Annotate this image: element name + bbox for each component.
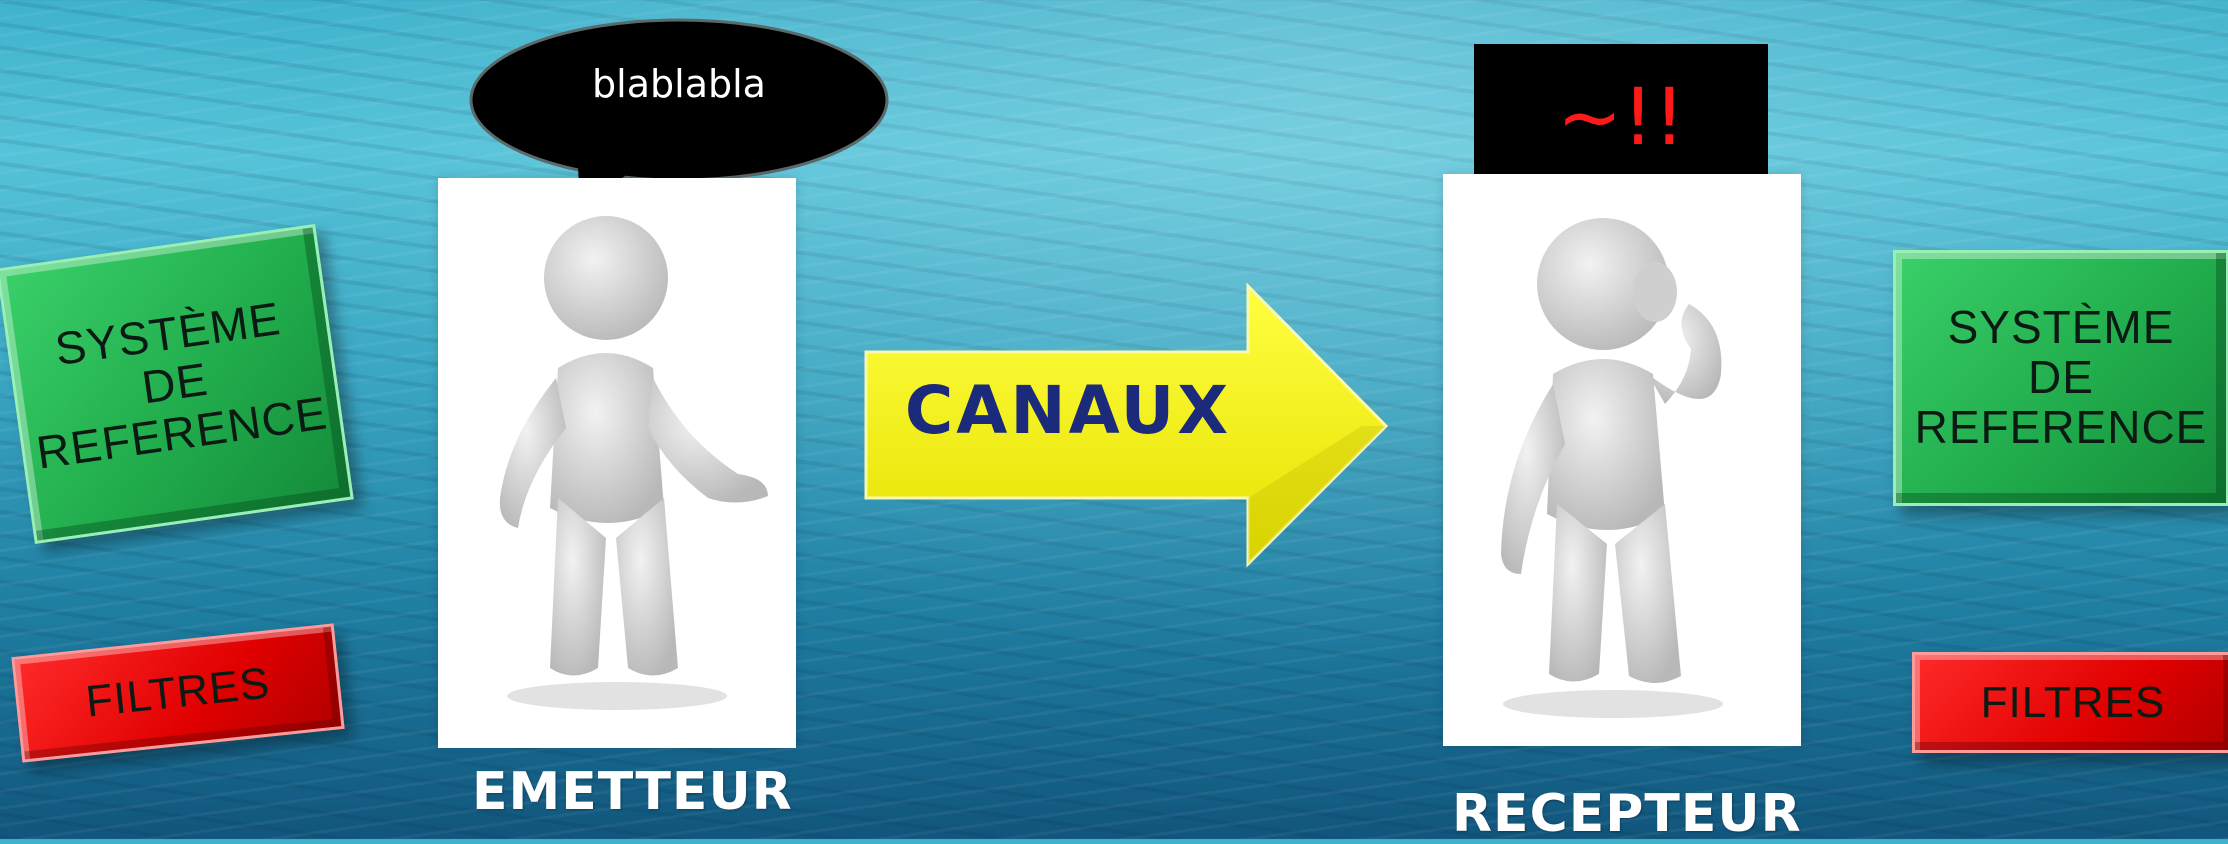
sender-reference-system-label: SYSTÈME DE REFERENCE (20, 290, 331, 478)
sender-filters-label: FILTRES (84, 660, 273, 727)
sender-reference-system-box: SYSTÈME DE REFERENCE (0, 224, 354, 544)
channel-label: CANAUX (868, 372, 1268, 449)
receiver-listening-figure-icon (1443, 174, 1801, 744)
sender-figure-icon (438, 178, 796, 748)
receiver-reaction-box: ~!! (1474, 44, 1768, 192)
receiver-card (1443, 174, 1801, 746)
receiver-reference-system-box: SYSTÈME DE REFERENCE (1893, 250, 2228, 506)
speech-bubble-text: blablabla (468, 62, 890, 106)
receiver-caption: RECEPTEUR (1452, 784, 1802, 844)
sender-caption: EMETTEUR (472, 762, 793, 822)
receiver-reaction-text: ~!! (1557, 73, 1685, 163)
receiver-reference-system-label: SYSTÈME DE REFERENCE (1915, 303, 2208, 452)
sender-card (438, 178, 796, 748)
receiver-filters-label: FILTRES (1981, 679, 2166, 727)
receiver-filters-box: FILTRES (1912, 652, 2228, 753)
